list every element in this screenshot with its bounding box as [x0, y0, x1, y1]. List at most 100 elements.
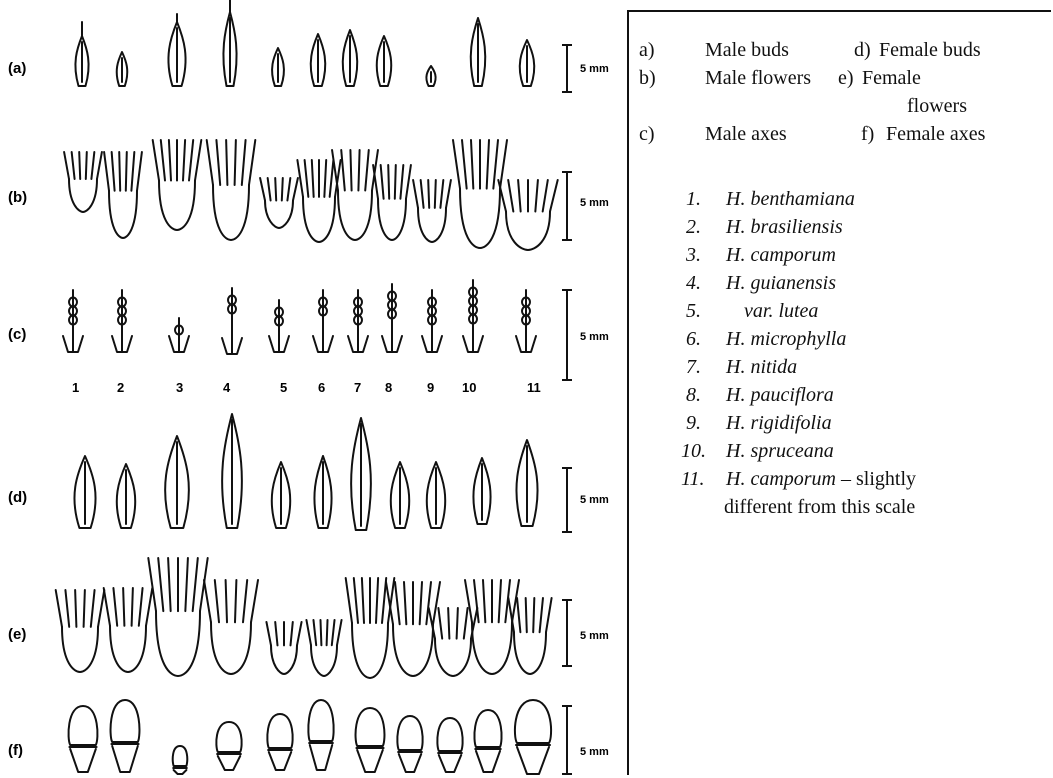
male-flower-10-lobe: [493, 140, 498, 189]
species-item-1: 1.H. benthamiana: [686, 187, 855, 211]
female-flower-3-lobe: [168, 558, 171, 611]
male-flower-2-lobe: [137, 152, 142, 191]
male-flower-9-lobe: [435, 180, 436, 208]
legend-key-d: d): [854, 38, 871, 62]
female-flower-7-lobe: [354, 578, 358, 623]
female-flower-7-lobe: [362, 578, 364, 623]
male-flower-10-lobe: [471, 140, 473, 189]
specimen-outlines: [56, 0, 558, 774]
species-item-10: 10.H. spruceana: [681, 439, 834, 463]
female-flower-10: [472, 622, 512, 674]
species-number: 2.: [686, 215, 726, 239]
male-flower-8-lobe: [406, 165, 411, 199]
male-flower-6-lobe: [330, 160, 334, 197]
legend-key-c: c): [639, 122, 655, 146]
legend-text-male-axes: Male axes: [705, 122, 787, 146]
female-flower-5-lobe: [297, 622, 302, 645]
legend-key-a: a): [639, 38, 655, 62]
female-flower-6-lobe: [337, 620, 342, 645]
scale-label-a: 5 mm: [580, 63, 609, 75]
species-name: var. lutea: [744, 300, 818, 322]
male-flower-3-lobe: [161, 140, 165, 181]
female-axis-7-cup: [357, 750, 383, 772]
female-flower-6-lobe: [327, 620, 328, 645]
female-flower-7-lobe: [376, 578, 378, 623]
female-axis-3: [173, 746, 187, 766]
female-flower-3-lobe: [185, 558, 188, 611]
species-item-4: 4.H. guianensis: [686, 271, 836, 295]
female-axis-4: [216, 722, 241, 752]
male-flower-2: [109, 191, 137, 238]
female-axis-1: [69, 706, 98, 745]
row-label-d: (d): [8, 489, 27, 506]
male-flower-3: [159, 181, 195, 231]
species-number: 9.: [686, 411, 726, 435]
species-name: H. nitida: [726, 356, 797, 378]
female-flower-10-lobe: [483, 580, 485, 622]
male-flower-7: [338, 191, 372, 241]
female-flower-6-lobe: [306, 620, 311, 645]
male-flower-11-lobe: [543, 180, 548, 212]
male-flower-7-lobe: [358, 150, 359, 191]
scale-bar-f: [562, 706, 572, 774]
female-flower-9-lobe: [464, 608, 468, 639]
specimen-drawing-panel: (a) (b) (c) (d) (e) (f) 5 mm 5 mm 5 mm 5…: [0, 0, 627, 778]
male-flower-4-lobe: [216, 140, 220, 185]
female-flower-3-lobe: [158, 558, 163, 611]
female-flower-4-lobe: [235, 580, 236, 622]
female-flower-5-lobe: [291, 622, 293, 645]
male-flower-6-lobe: [305, 160, 309, 197]
male-flower-10-lobe: [487, 140, 489, 189]
species-number: 5.: [686, 299, 744, 323]
female-axis-11-cup: [517, 747, 549, 774]
column-number-6: 6: [318, 380, 325, 395]
female-flower-11-lobe: [517, 598, 520, 632]
species-name: H. camporum: [726, 468, 836, 490]
female-flower-11-lobe: [526, 598, 527, 632]
legend-text-female-axes: Female axes: [886, 122, 985, 146]
female-axis-4-cup: [218, 756, 240, 770]
female-flower-1-lobe: [56, 590, 62, 627]
female-axis-10-cup: [476, 751, 500, 772]
male-flower-8-lobe: [400, 165, 403, 199]
column-number-11: 11: [527, 380, 541, 395]
female-flower-7: [352, 623, 388, 678]
legend-key-b: b): [639, 66, 656, 90]
column-number-2: 2: [117, 380, 124, 395]
scale-label-c: 5 mm: [580, 331, 609, 343]
column-number-10: 10: [462, 380, 476, 395]
species-number: 6.: [686, 327, 726, 351]
female-flower-11-lobe: [546, 598, 552, 632]
species-number: 8.: [686, 383, 726, 407]
female-flower-9-lobe: [457, 608, 458, 639]
female-flower-2-lobe: [139, 588, 143, 626]
species-name: H. guianensis: [726, 272, 836, 294]
scale-bar-c: [562, 290, 572, 380]
female-axis-5-cup: [269, 752, 291, 770]
female-flower-1-lobe: [91, 590, 95, 627]
female-flower-7-lobe: [346, 578, 352, 623]
row-label-b: (b): [8, 189, 27, 206]
female-flower-5: [271, 645, 297, 674]
male-flower-3-lobe: [183, 140, 185, 181]
male-flower-1-lobe: [79, 152, 80, 179]
species-item-7: 7.H. nitida: [686, 355, 797, 379]
female-axis-5: [267, 714, 292, 748]
female-flower-5-lobe: [275, 622, 277, 645]
female-axis-6: [308, 700, 333, 741]
species-name: H. benthamiana: [726, 188, 855, 210]
legend-text-female: Female: [862, 66, 921, 90]
female-flower-1-lobe: [65, 590, 69, 627]
female-flower-11-lobe: [540, 598, 543, 632]
male-flower-10-lobe: [453, 140, 460, 189]
male-flower-7-lobe: [350, 150, 351, 191]
female-flower-4-lobe: [226, 580, 227, 622]
female-flower-8-lobe: [395, 582, 400, 624]
legend-text-male-buds: Male buds: [705, 38, 789, 62]
male-flower-11: [506, 212, 550, 251]
female-axis-3-cup: [174, 770, 187, 774]
female-axis-9: [437, 718, 462, 751]
female-flower-11-lobe: [533, 598, 534, 632]
column-number-7: 7: [354, 380, 361, 395]
